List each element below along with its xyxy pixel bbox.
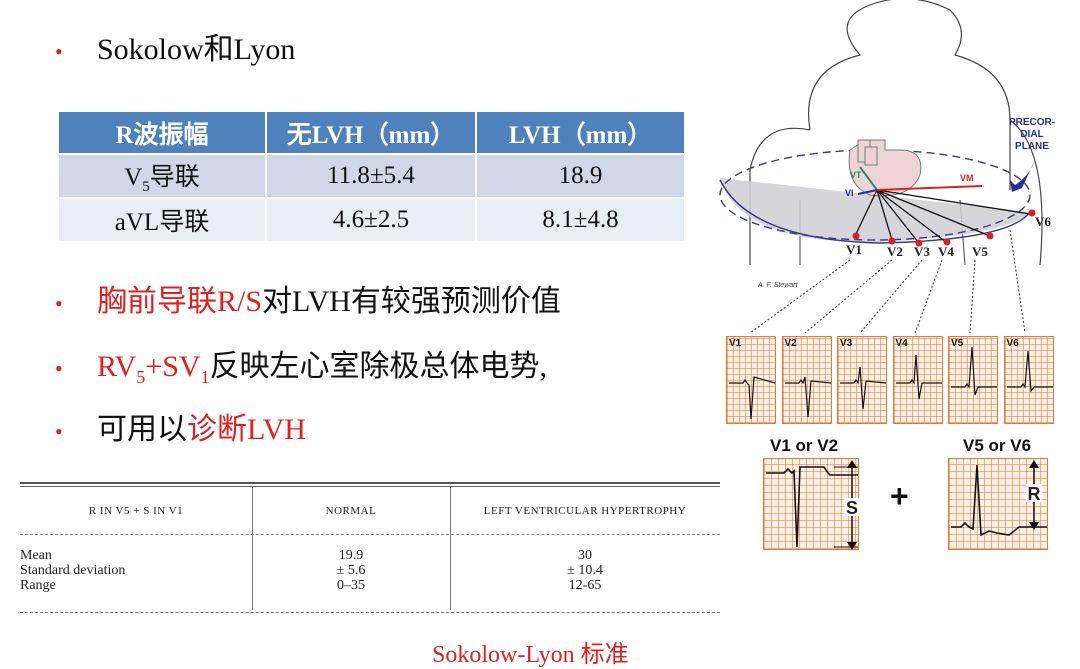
header-no-lvh: 无LVH（mm）: [265, 110, 477, 155]
lead-cell: V5导联: [57, 153, 267, 199]
ecg-trace: [840, 366, 887, 410]
table-row: aVL导联 4.6±2.5 8.1±4.8: [57, 197, 686, 243]
ecg-lead-label: V2: [784, 338, 797, 349]
svg-text:VI: VI: [845, 188, 854, 198]
arrow-icon: [1010, 160, 1035, 192]
ecg-v5-v6-strip: [948, 458, 1048, 550]
header-normal: NORMAL: [325, 505, 377, 517]
precordial-plane-illustration: VT VI VM V1 V2 V3 V4 V5 V6 PRECOR-DIALPLANE…: [719, 0, 1055, 334]
svg-text:VM: VM: [960, 173, 974, 183]
svg-text:PRECOR-: PRECOR-: [1009, 117, 1055, 128]
ecg-trace: [1006, 350, 1053, 393]
sokolow-lyon-scanned-table: R IN V5 + S IN V1 NORMAL LEFT VENTRICULA…: [20, 478, 720, 616]
bullet-precordial-rs: •胸前导联R/S对LVH有较强预测价值: [55, 285, 561, 318]
header-lvh: LVH（mm）: [475, 110, 686, 155]
ecg-trace: [895, 354, 942, 400]
ecg-strip-v5: V5: [948, 336, 998, 424]
lead-cell: aVL导联: [57, 197, 267, 243]
svg-text:PLANE: PLANE: [1015, 141, 1049, 152]
ecg-strip-v1: V1: [726, 336, 776, 424]
lvh-cell: 8.1±4.8: [475, 197, 686, 243]
caption: Sokolow-Lyon 标准: [432, 642, 629, 668]
ecg-lead-label: V1: [729, 338, 742, 349]
svg-text:V4: V4: [938, 244, 954, 259]
svg-text:V5: V5: [972, 244, 988, 259]
r-wave-amplitude-table: R波振幅无LVH（mm）LVH（mm） V5导联 11.8±5.4 18.9 a…: [57, 110, 686, 243]
svg-text:V1: V1: [846, 242, 862, 257]
svg-text:S: S: [846, 498, 858, 518]
header-lvh: LEFT VENTRICULAR HYPERTROPHY: [483, 505, 687, 517]
ecg-lead-label: V5: [951, 338, 964, 349]
bullet-sokolow-lyon: •Sokolow和Lyon: [55, 33, 296, 66]
svg-text:V3: V3: [914, 244, 930, 259]
lvh-cell: 18.9: [475, 153, 686, 199]
ecg-lead-label: V3: [840, 338, 853, 349]
ecg-strip-v3: V3: [837, 336, 887, 424]
svg-text:V6: V6: [1035, 214, 1051, 229]
bullet-diagnose-lvh: •可用以诊断LVH: [55, 413, 306, 446]
signature: A. F. Stewart: [757, 282, 799, 289]
label-v1-or-v2: V1 or V2: [770, 436, 839, 455]
s-amplitude-marker: S: [844, 460, 860, 550]
header-r-amplitude: R波振幅: [57, 110, 267, 155]
table-row: V5导联 11.8±5.4 18.9: [57, 153, 686, 199]
ecg-trace: [951, 346, 997, 396]
svg-text:VT: VT: [850, 170, 862, 180]
ecg-strip-v2: V2: [781, 336, 832, 424]
ecg-strip-v4: V4: [892, 336, 943, 424]
plus-sign: +: [890, 478, 909, 514]
precordial-plane-shading: [720, 178, 1030, 243]
svg-text:R: R: [1028, 484, 1041, 504]
no-lvh-cell: 11.8±5.4: [265, 153, 477, 199]
no-lvh-cell: 4.6±2.5: [265, 197, 477, 243]
svg-text:V2: V2: [887, 244, 903, 259]
svg-text:DIAL: DIAL: [1020, 129, 1043, 140]
label-v5-or-v6: V5 or V6: [963, 436, 1032, 455]
ecg-lead-label: V6: [1006, 338, 1019, 349]
ecg-v1-v2-strip: [763, 458, 859, 550]
bullet-rv5-sv1: •RV5+SV1反映左心室除极总体电势,: [55, 350, 548, 387]
ecg-lead-label: V4: [895, 338, 908, 349]
ecg-strip-v6: V6: [1003, 336, 1054, 424]
r-amplitude-marker: R: [1026, 460, 1042, 530]
heart-icon: [848, 139, 922, 197]
bullet-text: Sokolow和Lyon: [97, 33, 296, 66]
ecg-trace: [784, 376, 831, 418]
header-r-plus-s: R IN V5 + S IN V1: [88, 505, 184, 517]
ecg-trace: [729, 376, 776, 420]
